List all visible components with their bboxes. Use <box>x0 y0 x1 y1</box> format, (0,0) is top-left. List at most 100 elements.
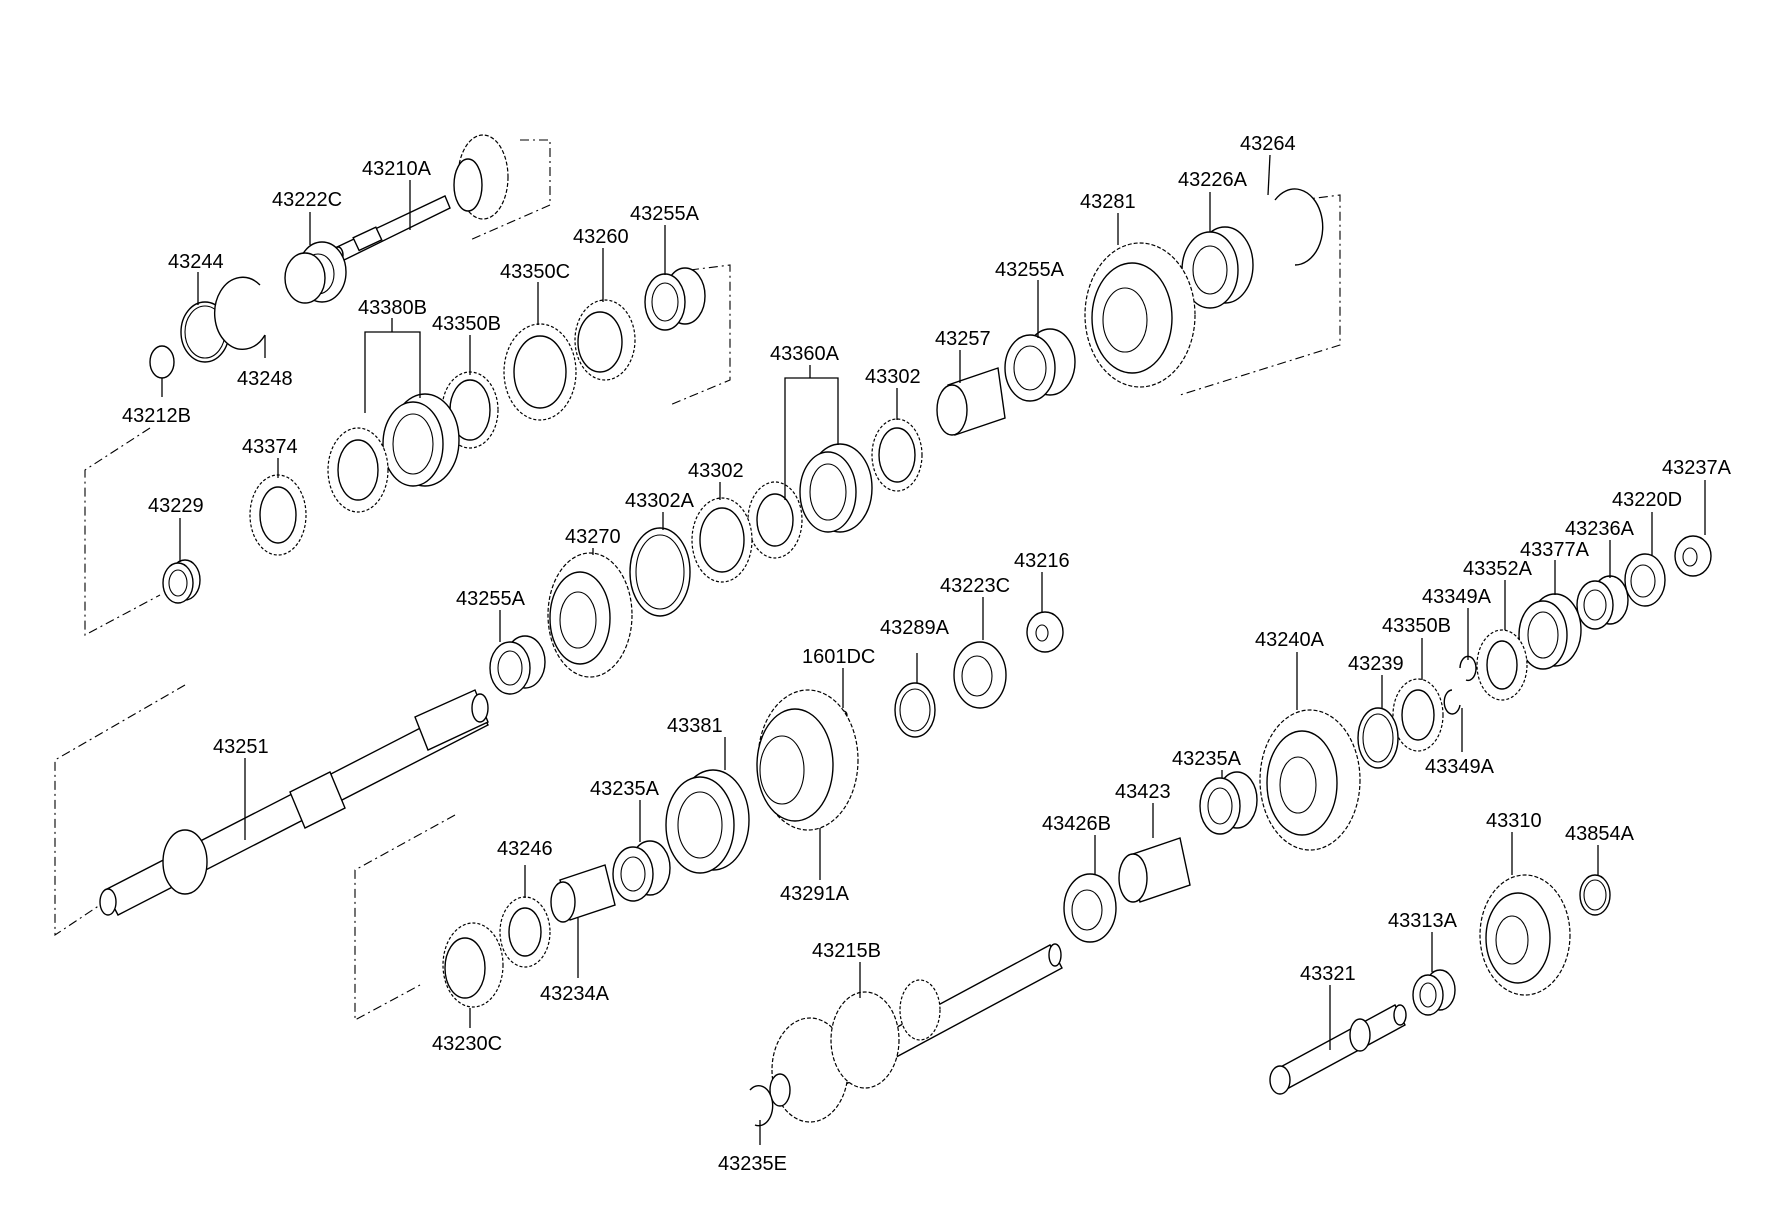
sleeve-43377a <box>1518 593 1582 670</box>
label-43260: 43260 <box>573 226 629 248</box>
label-43381: 43381 <box>667 715 723 737</box>
snap-ring-43248 <box>214 276 266 350</box>
bearing-43222c <box>284 241 347 304</box>
synchro-ring-43246 <box>499 896 551 968</box>
label-43310: 43310 <box>1486 810 1542 832</box>
ring-43239 <box>1357 707 1399 769</box>
label-43255a-top: 43255A <box>630 203 700 225</box>
label-43360a: 43360A <box>770 343 840 365</box>
label-43257: 43257 <box>935 328 991 350</box>
snap-ring-43235e <box>749 1085 774 1127</box>
needle-bearing-43255a-right <box>1004 328 1076 402</box>
label-43281: 43281 <box>1080 191 1136 213</box>
gear-43291a <box>756 689 859 831</box>
label-43212b: 43212B <box>122 405 191 427</box>
gear-43240a <box>1259 709 1361 851</box>
label-43223c: 43223C <box>940 575 1010 597</box>
part-labels: 43210A 43222C 43244 43248 43212B 43255A … <box>122 133 1732 1175</box>
washer-43216 <box>1026 611 1064 653</box>
sleeve-43234a <box>550 864 616 923</box>
label-43374: 43374 <box>242 436 298 458</box>
label-43291a: 43291A <box>780 883 850 905</box>
label-43352a: 43352A <box>1463 558 1533 580</box>
label-43349a-upper: 43349A <box>1422 586 1492 608</box>
label-43244: 43244 <box>168 251 224 273</box>
needle-bearing-43235a-left <box>612 840 671 902</box>
label-43236a: 43236A <box>1565 518 1635 540</box>
label-43302-lower: 43302 <box>688 460 744 482</box>
mainshaft-43251 <box>99 689 489 916</box>
group-bracket-mainshaft <box>54 684 186 937</box>
label-43255a-right: 43255A <box>995 259 1065 281</box>
group-bracket-lower-left <box>354 814 456 1021</box>
needle-bearing-43313a <box>1412 969 1456 1016</box>
sleeve-43381 <box>665 769 750 874</box>
label-43264: 43264 <box>1240 133 1296 155</box>
snap-ring-43349a-upper <box>1459 655 1477 682</box>
label-43426b: 43426B <box>1042 813 1111 835</box>
label-43235a-left: 43235A <box>590 778 660 800</box>
label-43226a: 43226A <box>1178 169 1248 191</box>
label-43350b: 43350B <box>432 313 501 335</box>
gear-43260 <box>574 299 636 381</box>
label-43246: 43246 <box>497 838 553 860</box>
label-1601dc: 1601DC <box>802 646 875 668</box>
label-43349a-lower: 43349A <box>1425 756 1495 778</box>
group-bracket-top-right <box>1179 194 1341 396</box>
group-bracket-left-top <box>84 427 161 636</box>
label-43302-upper: 43302 <box>865 366 921 388</box>
synchro-ring-43302a <box>629 527 691 617</box>
label-43216: 43216 <box>1014 550 1070 572</box>
label-43235e: 43235E <box>718 1153 787 1175</box>
label-43239: 43239 <box>1348 653 1404 675</box>
needle-bearing-43255a-top <box>644 267 706 331</box>
group-bracket-top-middle <box>669 264 731 406</box>
gear-43374 <box>249 474 307 556</box>
label-43222c: 43222C <box>272 189 342 211</box>
label-43235a-center: 43235A <box>1172 748 1242 770</box>
synchro-ring-43350c <box>503 323 577 421</box>
needle-bearing-43255a-middle <box>489 635 546 695</box>
label-43215b: 43215B <box>812 940 881 962</box>
label-43302a: 43302A <box>625 490 695 512</box>
bearing-43426b <box>1063 873 1117 943</box>
label-43251: 43251 <box>213 736 269 758</box>
label-43240a: 43240A <box>1255 629 1325 651</box>
gear-43281 <box>1084 242 1196 388</box>
label-43321: 43321 <box>1300 963 1356 985</box>
input-shaft <box>332 134 509 264</box>
gear-43270 <box>547 552 633 678</box>
leader-lines <box>161 154 1706 1145</box>
label-43289a: 43289A <box>880 617 950 639</box>
synchro-hub-43360a <box>747 443 873 559</box>
needle-bearing-43236a <box>1576 575 1629 630</box>
label-43377a: 43377A <box>1520 539 1590 561</box>
label-43220d: 43220D <box>1612 489 1682 511</box>
synchro-ring-43350b-right <box>1392 678 1444 752</box>
ring-43854a <box>1579 874 1611 916</box>
bearing-43229 <box>162 559 201 604</box>
bearing-43223c <box>953 641 1007 709</box>
countershaft-43215b <box>769 943 1063 1123</box>
label-43234a: 43234A <box>540 983 610 1005</box>
sleeve-43257 <box>936 367 1006 436</box>
label-43237a: 43237A <box>1662 457 1732 479</box>
label-43229: 43229 <box>148 495 204 517</box>
label-43380b: 43380B <box>358 297 427 319</box>
gear-43310 <box>1479 874 1571 996</box>
ring-43212b <box>149 345 175 379</box>
group-bracket-input <box>469 139 551 241</box>
label-43350b-right: 43350B <box>1382 615 1451 637</box>
label-43423: 43423 <box>1115 781 1171 803</box>
synchro-hub-43352a <box>1476 629 1528 701</box>
synchro-ring-43302-upper <box>871 418 923 492</box>
label-43210a: 43210A <box>362 158 432 180</box>
washer-43237a <box>1674 535 1712 577</box>
bearing-race-43226a <box>1181 226 1254 309</box>
label-43854a: 43854A <box>1565 823 1635 845</box>
label-43350c: 43350C <box>500 261 570 283</box>
label-43255a-middle: 43255A <box>456 588 526 610</box>
sleeve-43423 <box>1118 837 1191 903</box>
snap-ring-43349a-lower <box>1443 689 1461 715</box>
